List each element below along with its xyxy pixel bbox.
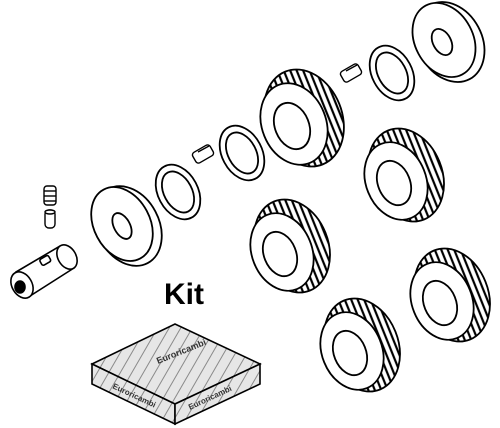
- dowel-pin-icon: [44, 209, 56, 229]
- thrust-washer-left-icon: [90, 185, 163, 267]
- set-screw-icon: [43, 185, 57, 206]
- kit-label: Kit: [164, 278, 204, 311]
- spacer-ring-right-icon: [368, 44, 416, 102]
- key-right-icon: [339, 63, 363, 83]
- spacer-ring-middle-icon: [218, 124, 266, 182]
- shaft-sleeve-icon: [10, 244, 78, 299]
- thrust-washer-right-icon: [411, 1, 486, 83]
- gear-lower-right-icon: [409, 247, 491, 343]
- key-left-icon: [191, 144, 215, 164]
- kit-box-logo: Euroricambi Euroricambi Euroricambi: [90, 323, 262, 426]
- gear-upper-right-icon: [363, 127, 445, 223]
- gear-middle-left-icon: [249, 198, 331, 294]
- gear-bottom-icon: [319, 297, 401, 393]
- spacer-ring-left-icon: [154, 163, 202, 221]
- gear-top-icon: [259, 68, 345, 168]
